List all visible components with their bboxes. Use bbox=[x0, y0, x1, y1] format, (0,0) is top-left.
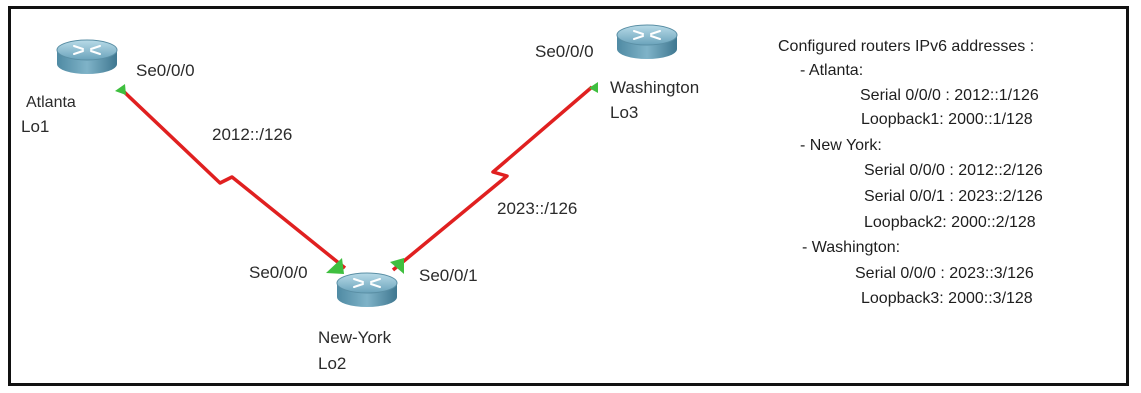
info-atlanta-loopback: Loopback1: 2000::1/128 bbox=[861, 111, 1033, 128]
info-title: Configured routers IPv6 addresses : bbox=[778, 38, 1035, 55]
serial-link-washington-newyork[interactable] bbox=[391, 85, 594, 272]
router-newyork-icon[interactable] bbox=[336, 272, 398, 307]
link-washington-newyork-network: 2023::/126 bbox=[497, 199, 578, 218]
router-washington-icon[interactable] bbox=[616, 24, 678, 59]
info-newyork-serial1: Serial 0/0/1 : 2023::2/126 bbox=[864, 188, 1043, 205]
info-newyork-serial0: Serial 0/0/0 : 2012::2/126 bbox=[864, 162, 1043, 179]
link-atlanta-newyork-network: 2012::/126 bbox=[212, 125, 293, 144]
washington-loopback-label: Lo3 bbox=[610, 103, 639, 122]
info-newyork-loopback: Loopback2: 2000::2/128 bbox=[864, 214, 1036, 231]
info-washington-header: - Washington: bbox=[802, 239, 901, 256]
info-atlanta-serial: Serial 0/0/0 : 2012::1/126 bbox=[860, 87, 1039, 104]
serial-link-atlanta-newyork[interactable] bbox=[118, 86, 347, 270]
port-status-atlanta-icon bbox=[115, 84, 126, 95]
port-status-newyork-se000-icon bbox=[326, 258, 344, 274]
newyork-se000-label: Se0/0/0 bbox=[249, 263, 308, 282]
info-atlanta-header: - Atlanta: bbox=[800, 62, 864, 79]
diagram-frame bbox=[8, 6, 1129, 386]
info-washington-serial: Serial 0/0/0 : 2023::3/126 bbox=[855, 265, 1034, 282]
newyork-loopback-label: Lo2 bbox=[318, 354, 347, 373]
router-atlanta-icon[interactable] bbox=[56, 39, 118, 74]
atlanta-port-label: Se0/0/0 bbox=[136, 61, 195, 80]
info-newyork-header: - New York: bbox=[800, 137, 882, 154]
newyork-name-label: New-York bbox=[318, 328, 392, 347]
port-status-washington-icon bbox=[589, 82, 598, 93]
newyork-se001-label: Se0/0/1 bbox=[419, 266, 478, 285]
washington-name-label: Washington bbox=[610, 78, 700, 97]
port-status-newyork-se001-icon bbox=[390, 258, 404, 274]
atlanta-name-label: Atlanta bbox=[26, 94, 76, 111]
info-washington-loopback: Loopback3: 2000::3/128 bbox=[861, 290, 1033, 307]
washington-port-label: Se0/0/0 bbox=[535, 42, 594, 61]
atlanta-loopback-label: Lo1 bbox=[21, 117, 50, 136]
